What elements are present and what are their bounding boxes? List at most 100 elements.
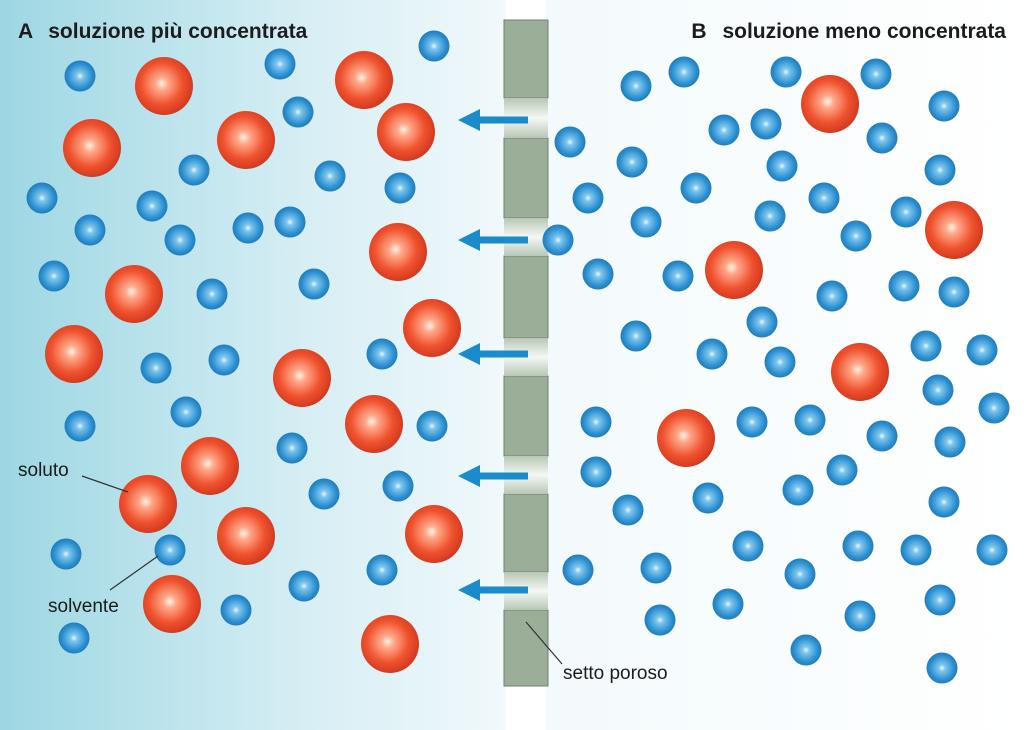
- solute-particle: [45, 325, 103, 383]
- solvent-particle: [366, 338, 398, 370]
- solvent-particle: [620, 70, 652, 102]
- solute-particle: [369, 223, 427, 281]
- solute-particle: [105, 265, 163, 323]
- solvent-particle: [900, 534, 932, 566]
- flow-arrow-head: [458, 109, 480, 131]
- solvent-particle: [572, 182, 604, 214]
- solvent-particle: [640, 552, 672, 584]
- solvent-particle: [220, 594, 252, 626]
- solute-particle: [135, 57, 193, 115]
- solvent-particle: [630, 206, 662, 238]
- solvent-particle: [274, 206, 306, 238]
- solvent-particle: [794, 404, 826, 436]
- solvent-particle: [924, 154, 956, 186]
- solute-particle: [143, 575, 201, 633]
- flow-arrow-head: [458, 465, 480, 487]
- solvent-particle: [668, 56, 700, 88]
- solvent-particle: [366, 554, 398, 586]
- flow-arrows: [458, 109, 528, 601]
- solvent-particle: [164, 224, 196, 256]
- solvent-particle: [418, 30, 450, 62]
- solvent-particle: [966, 334, 998, 366]
- solvent-particle: [314, 160, 346, 192]
- solvent-particle: [784, 558, 816, 590]
- membrane-plate: [503, 255, 549, 339]
- panel-a-letter: A: [18, 20, 33, 43]
- solvent-particle: [866, 122, 898, 154]
- membrane-leader-line: [525, 621, 563, 665]
- solvent-particle: [750, 108, 782, 140]
- solute-particle: [217, 507, 275, 565]
- solvent-particle: [580, 456, 612, 488]
- solvent-particle: [922, 374, 954, 406]
- solvent-particle: [612, 494, 644, 526]
- solute-particle: [405, 505, 463, 563]
- solvent-particle: [888, 270, 920, 302]
- solvent-particle: [866, 420, 898, 452]
- solvent-particle: [692, 482, 724, 514]
- solvent-particle: [384, 172, 416, 204]
- solvent-particle: [732, 530, 764, 562]
- solute-particle: [335, 51, 393, 109]
- membrane-plate: [503, 19, 549, 99]
- solvent-particle: [74, 214, 106, 246]
- solvent-particle: [696, 338, 728, 370]
- solvent-particle: [840, 220, 872, 252]
- solvent-particle: [416, 410, 448, 442]
- membrane-label: setto poroso: [563, 663, 668, 684]
- solvent-particle: [26, 182, 58, 214]
- solvent-particle: [136, 190, 168, 222]
- solute-particle: [657, 409, 715, 467]
- solute-particle: [925, 201, 983, 259]
- solvent-particle: [790, 634, 822, 666]
- solute-particle: [63, 119, 121, 177]
- solute-particle: [705, 241, 763, 299]
- solvent-particle: [298, 268, 330, 300]
- solute-particle: [217, 111, 275, 169]
- solute-particle: [181, 437, 239, 495]
- solvent-particle: [782, 474, 814, 506]
- solvent-particle: [382, 470, 414, 502]
- solvent-particle: [582, 258, 614, 290]
- solute-particle: [345, 395, 403, 453]
- membrane-plate: [503, 609, 549, 687]
- panel-b-title: B soluzione meno concentrata: [691, 20, 1006, 43]
- solvent-particle: [928, 90, 960, 122]
- solvent-particle: [38, 260, 70, 292]
- solvent-label: solvente: [48, 596, 119, 617]
- solvent-particle: [680, 172, 712, 204]
- solvent-particle: [616, 146, 648, 178]
- solvent-leader-line: [109, 555, 159, 591]
- solvent-particle: [926, 652, 958, 684]
- flow-arrow-head: [458, 343, 480, 365]
- solvent-particle: [554, 126, 586, 158]
- solvent-particle: [708, 114, 740, 146]
- solvent-particle: [64, 60, 96, 92]
- solvent-particle: [764, 346, 796, 378]
- panel-a-title: A soluzione più concentrata: [18, 20, 308, 43]
- solvent-particle: [542, 224, 574, 256]
- solute-particle: [377, 103, 435, 161]
- label-leaders: [81, 475, 563, 665]
- solvent-particle: [662, 260, 694, 292]
- solvent-particle: [140, 352, 172, 384]
- solute-leader-line: [81, 475, 129, 493]
- solvent-particle: [264, 48, 296, 80]
- solvent-particle: [938, 276, 970, 308]
- solvent-particle: [58, 622, 90, 654]
- solvent-particle: [766, 150, 798, 182]
- solute-particle: [831, 343, 889, 401]
- solute-particle: [801, 75, 859, 133]
- solvent-particle: [746, 306, 778, 338]
- solvent-particle: [178, 154, 210, 186]
- solvent-particle: [844, 600, 876, 632]
- solute-label: soluto: [18, 460, 69, 481]
- solvent-particle: [842, 530, 874, 562]
- solvent-particle: [770, 56, 802, 88]
- solvent-particle: [580, 406, 612, 438]
- solvent-particle: [282, 96, 314, 128]
- solvent-particle: [64, 410, 96, 442]
- panel-a-title-text: soluzione più concentrata: [48, 20, 307, 43]
